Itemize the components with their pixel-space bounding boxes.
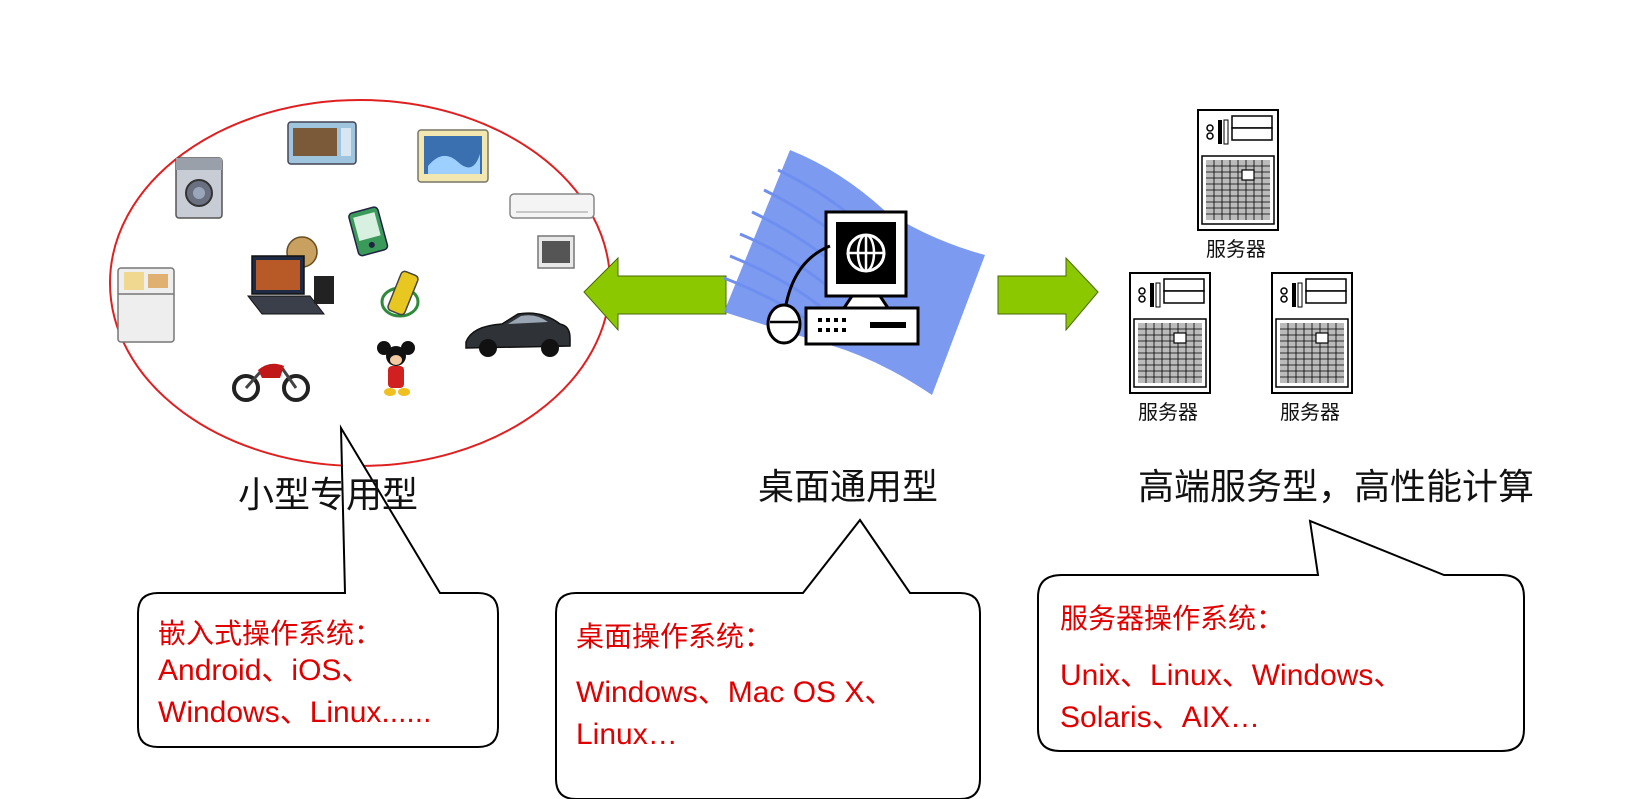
desktop-os-line2: Linux… xyxy=(576,718,678,751)
category-label-small: 小型专用型 xyxy=(238,475,419,516)
bubble-server xyxy=(1037,519,1525,752)
tv-icon xyxy=(417,129,489,183)
server-os-line1: Unix、Linux、Windows、 xyxy=(1060,659,1404,692)
server-os-title: 服务器操作系统： xyxy=(1060,602,1285,635)
embedded-devices-ellipse xyxy=(109,99,611,467)
car-icon xyxy=(465,312,571,357)
fridge-icon xyxy=(117,267,175,343)
washing-machine-icon xyxy=(175,157,223,219)
pda-icon xyxy=(348,206,389,257)
server-caption-top: 服务器 xyxy=(1206,237,1266,261)
embedded-os-title: 嵌入式操作系统： xyxy=(158,617,383,650)
server-caption-right: 服务器 xyxy=(1280,400,1340,424)
desktop-os-line1: Windows、Mac OS X、 xyxy=(576,676,895,709)
microwave-icon xyxy=(287,121,357,165)
mobile-phone-icon xyxy=(380,270,420,318)
air-conditioner-icon xyxy=(509,193,595,269)
arrow-left xyxy=(583,256,727,332)
arrow-right xyxy=(997,256,1099,332)
desktop-os-title: 桌面操作系统： xyxy=(576,620,773,653)
server-caption-left: 服务器 xyxy=(1138,400,1198,424)
embedded-os-line1: Android、iOS、 xyxy=(158,654,372,687)
category-label-server: 高端服务型，高性能计算 xyxy=(1138,467,1535,508)
bubble-desktop xyxy=(555,518,981,799)
toy-icon xyxy=(377,341,415,396)
category-label-desktop: 桌面通用型 xyxy=(758,467,939,508)
server-tower-icon xyxy=(1271,272,1353,394)
server-os-line2: Solaris、AIX… xyxy=(1060,701,1261,734)
motorcycle-icon xyxy=(232,363,310,402)
server-tower-icon xyxy=(1129,272,1211,394)
desktop-computer-icon xyxy=(766,210,920,346)
laptop-icon xyxy=(246,236,334,315)
server-tower-icon xyxy=(1197,109,1279,231)
bubble-embedded xyxy=(137,424,499,748)
embedded-os-line2: Windows、Linux...... xyxy=(158,696,432,729)
